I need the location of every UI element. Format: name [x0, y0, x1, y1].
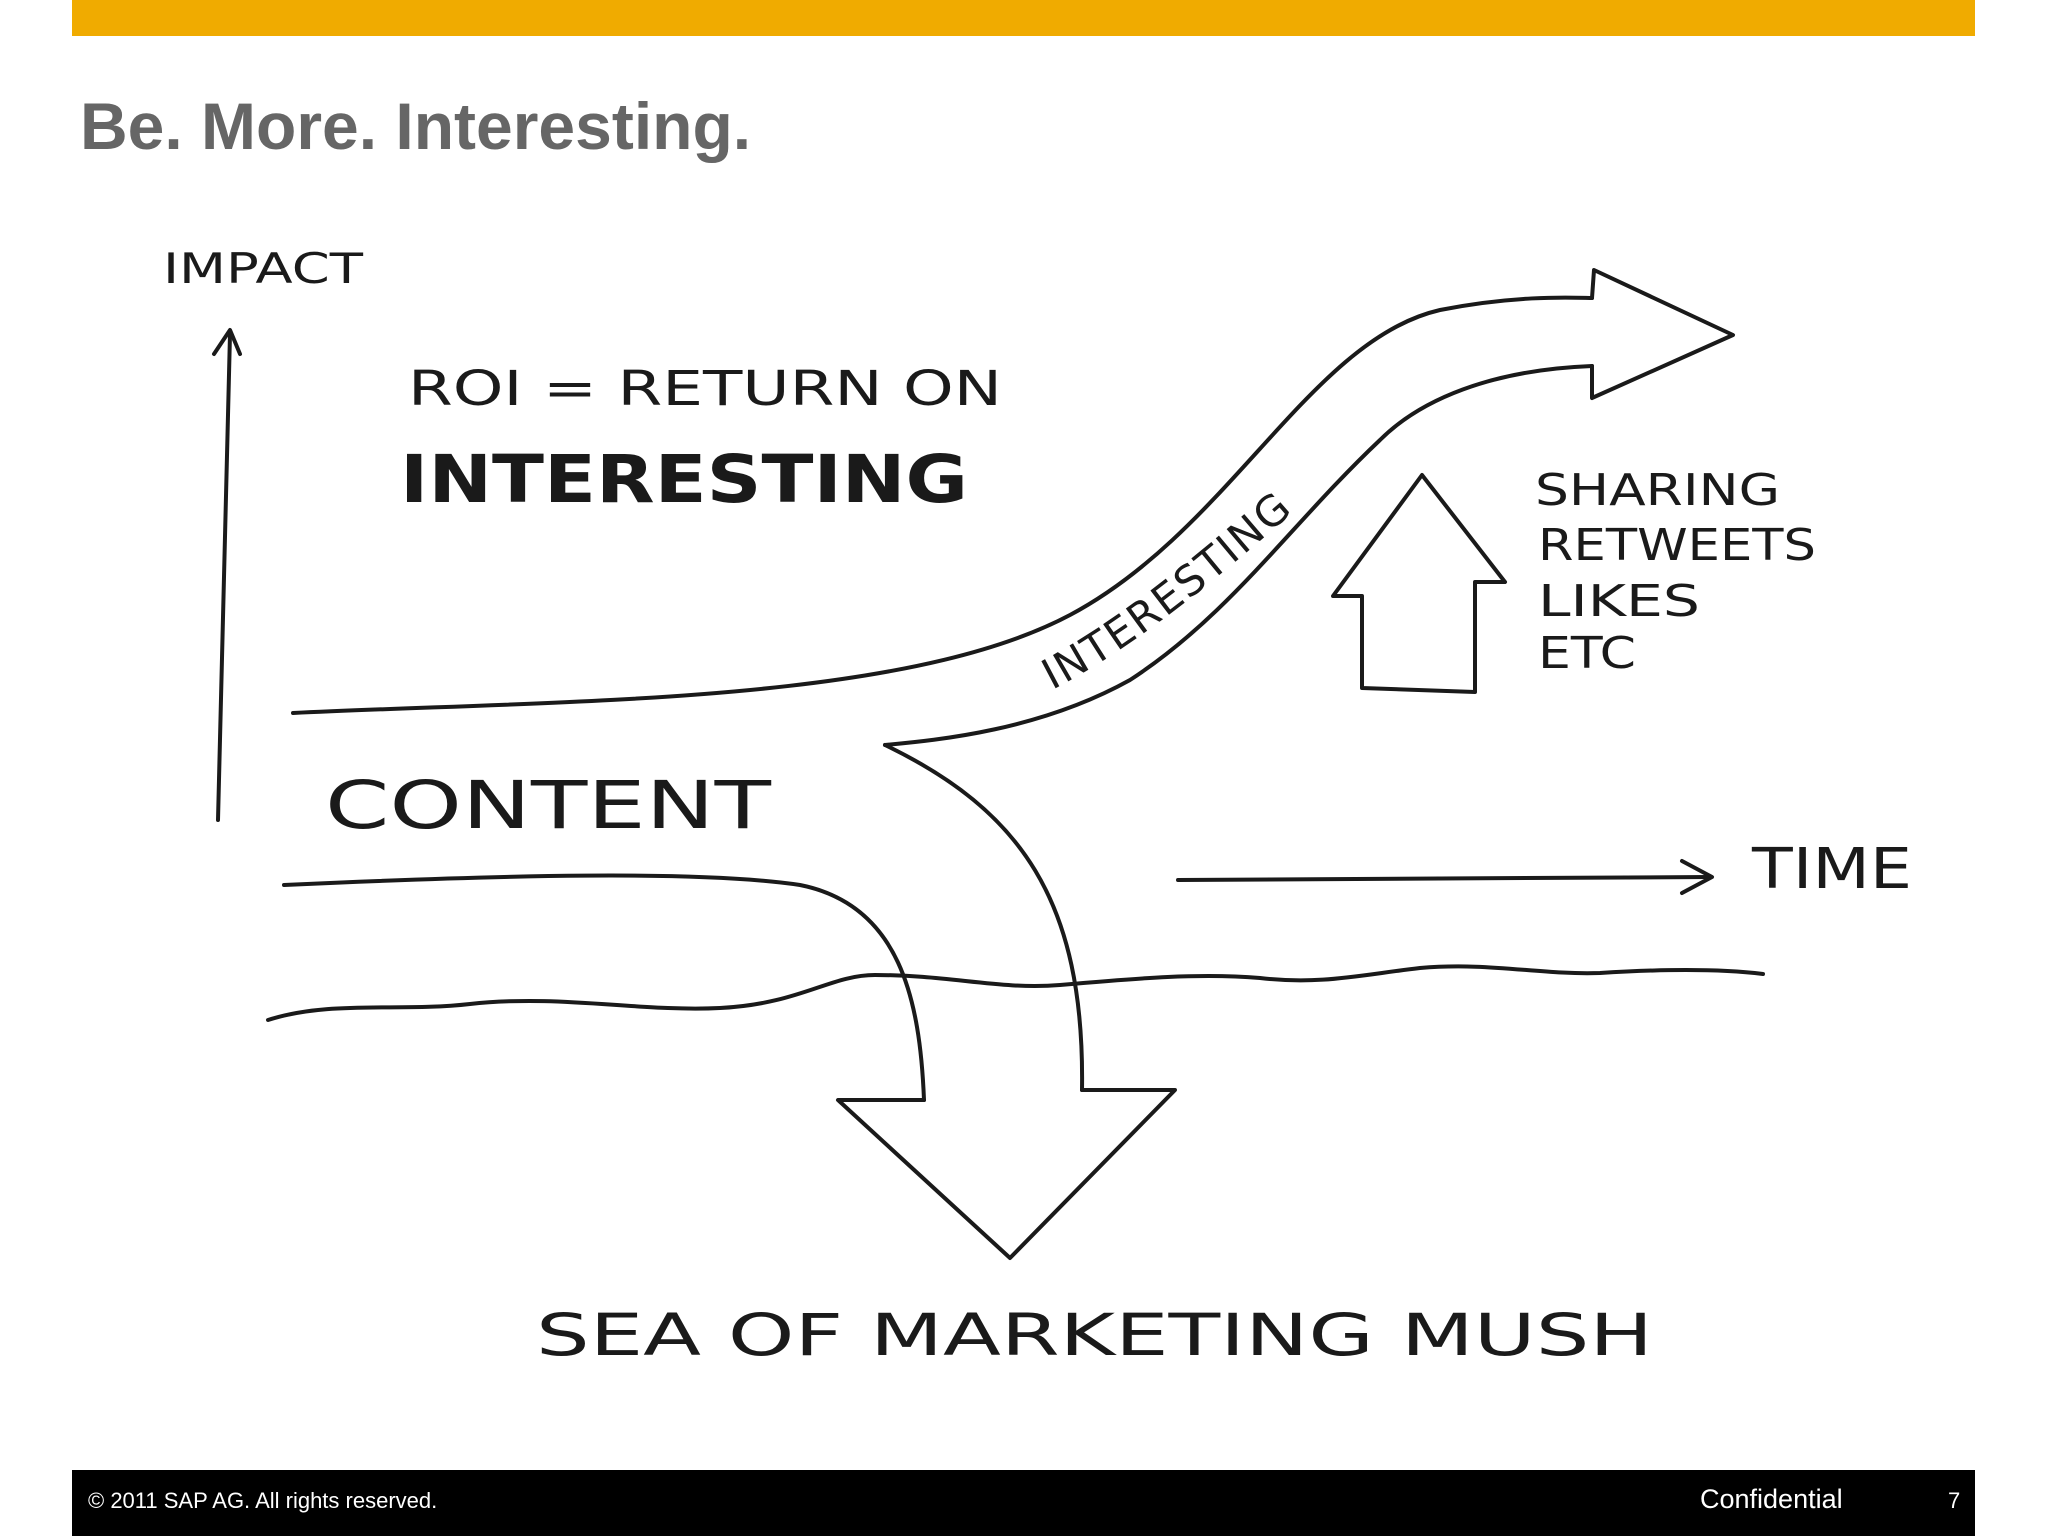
slide-title: Be. More. Interesting. — [80, 89, 752, 163]
interesting-arrow-head — [1590, 268, 1735, 400]
sea-wave-line — [266, 964, 1765, 1022]
sea-arrow-right-edge — [883, 743, 1085, 1092]
footer-bar: © 2011 SAP AG. All rights reserved. Conf… — [72, 1470, 1975, 1536]
impact-axis-arrowhead — [212, 328, 242, 356]
engagement-item-sharing: SHARING — [1535, 465, 1780, 516]
time-label: TIME — [1751, 837, 1912, 902]
sea-arrow-head — [836, 1088, 1177, 1260]
top-accent-bar — [72, 0, 1975, 36]
impact-label: IMPACT — [163, 244, 363, 293]
content-line — [282, 873, 926, 1102]
roi-line2: INTERESTING — [400, 441, 968, 518]
interesting-arrow-bottom-edge — [883, 364, 1594, 747]
engagement-item-likes: LIKES — [1538, 576, 1700, 627]
interesting-arrow-top-edge — [291, 295, 1594, 715]
time-axis — [1176, 875, 1712, 882]
engagement-list: SHARING RETWEETS LIKES ETC — [1535, 465, 1816, 679]
impact-axis — [216, 332, 232, 822]
content-label: CONTENT — [325, 767, 772, 844]
engagement-item-etc: ETC — [1538, 628, 1636, 679]
roi-line1: ROI = RETURN ON — [408, 361, 1002, 417]
engagement-item-retweets: RETWEETS — [1538, 520, 1816, 571]
time-axis-arrowhead — [1680, 859, 1714, 895]
copyright-text: © 2011 SAP AG. All rights reserved. — [88, 1488, 438, 1513]
interesting-arrow-label-text: INTERESTING — [1034, 481, 1300, 699]
page-number: 7 — [1948, 1488, 1961, 1513]
confidential-label: Confidential — [1700, 1484, 1843, 1514]
interesting-arrow-label: INTERESTING — [1034, 481, 1302, 699]
engagement-up-arrow — [1331, 473, 1507, 694]
sea-label: SEA OF MARKETING MUSH — [536, 1301, 1653, 1369]
